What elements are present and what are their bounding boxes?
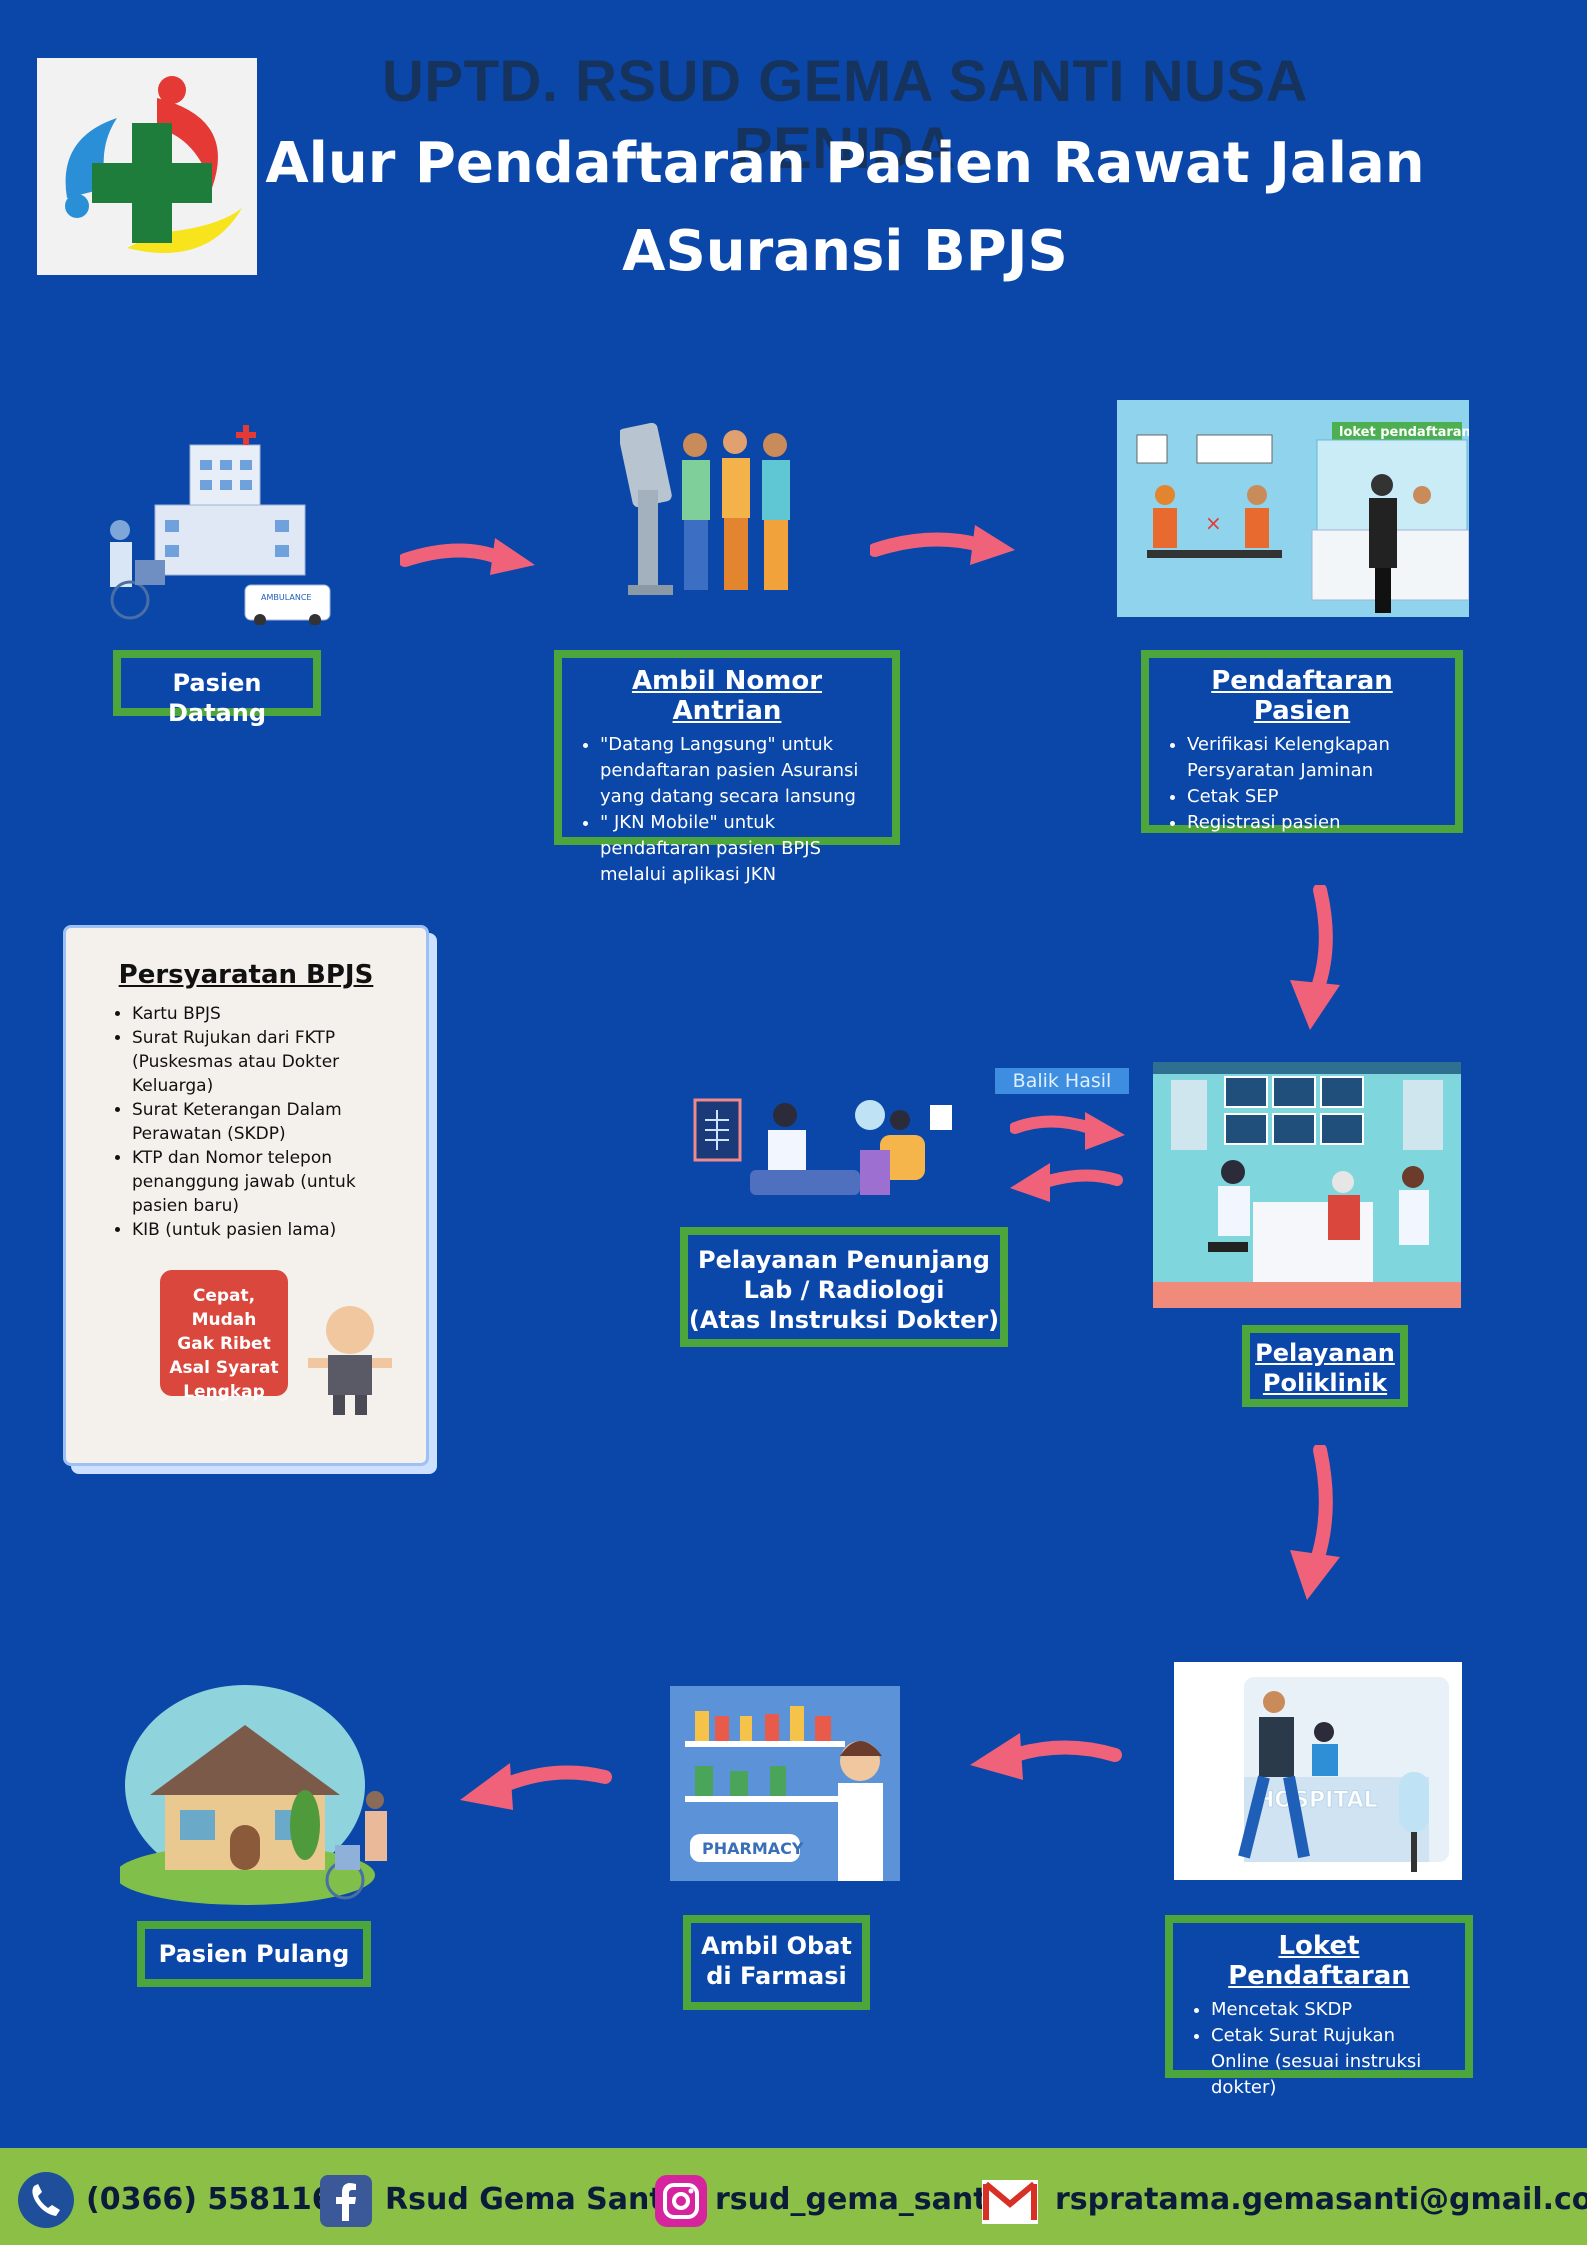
poliklinik-line-2: Poliklinik	[1262, 1369, 1388, 1397]
slogan-line: Gak Ribet	[177, 1334, 271, 1354]
step-pelayanan-penunjang: Pelayanan Penunjang Lab / Radiologi (Ata…	[680, 1227, 1008, 1347]
list-item: Surat Rujukan dari FKTP (Puskesmas atau …	[132, 1026, 406, 1098]
pharmacy-label: PHARMACY	[702, 1839, 804, 1858]
arrow-datang-to-antrian	[398, 530, 540, 580]
footer-bar	[0, 2148, 1587, 2245]
step-loket-pendaftaran: Loket Pendaftaran Mencetak SKDP Cetak Su…	[1165, 1915, 1473, 2098]
slogan-badge: Cepat, Mudah Gak Ribet Asal Syarat Lengk…	[160, 1270, 288, 1402]
arrow-poliklinik-to-loket	[1275, 1443, 1355, 1605]
instagram-icon	[655, 2175, 707, 2227]
arrow-farmasi-to-pulang	[455, 1755, 615, 1815]
balik-hasil-label: Balik Hasil	[995, 1068, 1129, 1094]
arrow-poliklinik-to-penunjang	[1005, 1160, 1125, 1205]
facebook-icon	[320, 2175, 372, 2227]
list-item: KTP dan Nomor telepon penanggung jawab (…	[132, 1146, 406, 1218]
organization-name: UPTD. RSUD GEMA SANTI NUSA PENIDA	[382, 49, 1308, 181]
ambulance-label: AMBULANCE	[261, 593, 311, 602]
farmasi-line-1: Ambil Obat	[701, 1932, 852, 1960]
page-title: Alur Pendaftaran Pasien Rawat Jalan ASur…	[250, 120, 1440, 296]
title-line-1: Alur Pendaftaran Pasien Rawat Jalan	[265, 131, 1425, 196]
list-item: Cetak Surat Rujukan Online (sesuai instr…	[1211, 2023, 1453, 2101]
penunjang-line-1: Pelayanan Penunjang	[698, 1246, 990, 1274]
hospital-sign-label: HOSPITAL	[1256, 1788, 1378, 1813]
slogan-line: Lengkap	[183, 1382, 265, 1402]
thumbs-up-man-illustration	[300, 1300, 400, 1420]
list-item: KIB (untuk pasien lama)	[132, 1218, 406, 1242]
pasien-datang-label: Pasien Datang	[167, 669, 267, 727]
list-item: Kartu BPJS	[132, 1002, 406, 1026]
pendaftaran-title: Pendaftaran Pasien	[1211, 666, 1393, 726]
requirements-list: Kartu BPJS Surat Rujukan dari FKTP (Pusk…	[66, 1002, 426, 1242]
step-ambil-obat: Ambil Obat di Farmasi	[683, 1915, 870, 2010]
home-illustration	[115, 1685, 420, 1910]
email-address[interactable]: rspratama.gemasanti@gmail.com	[1055, 2182, 1587, 2217]
arrow-pendaftaran-to-poliklinik	[1275, 883, 1355, 1035]
lab-radiology-illustration	[690, 1090, 960, 1205]
arrow-penunjang-to-poliklinik	[1009, 1110, 1130, 1155]
list-item: Surat Keterangan Dalam Perawatan (SKDP)	[132, 1098, 406, 1146]
pharmacy-illustration: PHARMACY	[670, 1686, 900, 1881]
phone-number[interactable]: (0366) 5581160	[86, 2182, 354, 2217]
arrow-antrian-to-pendaftaran	[868, 520, 1020, 570]
slogan-line: Cepat, Mudah	[191, 1286, 257, 1330]
arrow-loket-to-farmasi	[965, 1725, 1125, 1785]
title-line-2: ASuransi BPJS	[622, 219, 1068, 284]
hospital-reception-illustration: HOSPITAL	[1174, 1662, 1462, 1880]
step-pendaftaran-pasien: Pendaftaran Pasien Verifikasi Kelengkapa…	[1141, 650, 1463, 833]
step-pasien-pulang: Pasien Pulang	[137, 1921, 371, 1987]
queue-kiosk-illustration	[618, 420, 820, 600]
pendaftaran-list: Verifikasi Kelengkapan Persyaratan Jamin…	[1161, 732, 1443, 836]
polyclinic-illustration	[1153, 1062, 1461, 1308]
hospital-logo	[37, 58, 257, 275]
list-item: " JKN Mobile" untuk pendaftaran pasien B…	[600, 810, 880, 888]
antrian-list: "Datang Langsung" untuk pendaftaran pasi…	[574, 732, 880, 888]
loket-sign-label: loket pendaftaran	[1339, 425, 1469, 440]
facebook-name[interactable]: Rsud Gema Santi	[385, 2182, 674, 2217]
step-ambil-nomor-antrian: Ambil Nomor Antrian "Datang Langsung" un…	[554, 650, 900, 885]
list-item: Registrasi pasien	[1187, 810, 1443, 836]
penunjang-line-3: (Atas Instruksi Dokter)	[688, 1306, 1000, 1334]
step-pelayanan-poliklinik: Pelayanan Poliklinik	[1242, 1325, 1408, 1407]
requirements-title: Persyaratan BPJS	[118, 960, 374, 990]
instagram-handle[interactable]: rsud_gema_santi	[715, 2182, 998, 2217]
loket-title: Loket Pendaftaran	[1228, 1931, 1410, 1991]
list-item: Mencetak SKDP	[1211, 1997, 1453, 2023]
svg-text:×: ×	[1205, 511, 1222, 535]
gmail-icon	[982, 2180, 1038, 2224]
list-item: Verifikasi Kelengkapan Persyaratan Jamin…	[1187, 732, 1443, 784]
poliklinik-line-1: Pelayanan	[1255, 1339, 1395, 1367]
step-pasien-datang: Pasien Datang	[113, 650, 321, 727]
slogan-line: Asal Syarat	[169, 1358, 279, 1378]
antrian-title: Ambil Nomor Antrian	[631, 666, 823, 726]
list-item: "Datang Langsung" untuk pendaftaran pasi…	[600, 732, 880, 810]
penunjang-line-2: Lab / Radiologi	[743, 1276, 945, 1304]
registration-desk-illustration: loket pendaftaran ×	[1117, 400, 1471, 617]
list-item: Cetak SEP	[1187, 784, 1443, 810]
farmasi-line-2: di Farmasi	[706, 1962, 847, 1990]
loket-list: Mencetak SKDP Cetak Surat Rujukan Online…	[1185, 1997, 1453, 2101]
pasien-pulang-label: Pasien Pulang	[158, 1940, 350, 1968]
hospital-arrival-illustration: AMBULANCE	[95, 415, 345, 626]
phone-icon	[18, 2172, 74, 2228]
